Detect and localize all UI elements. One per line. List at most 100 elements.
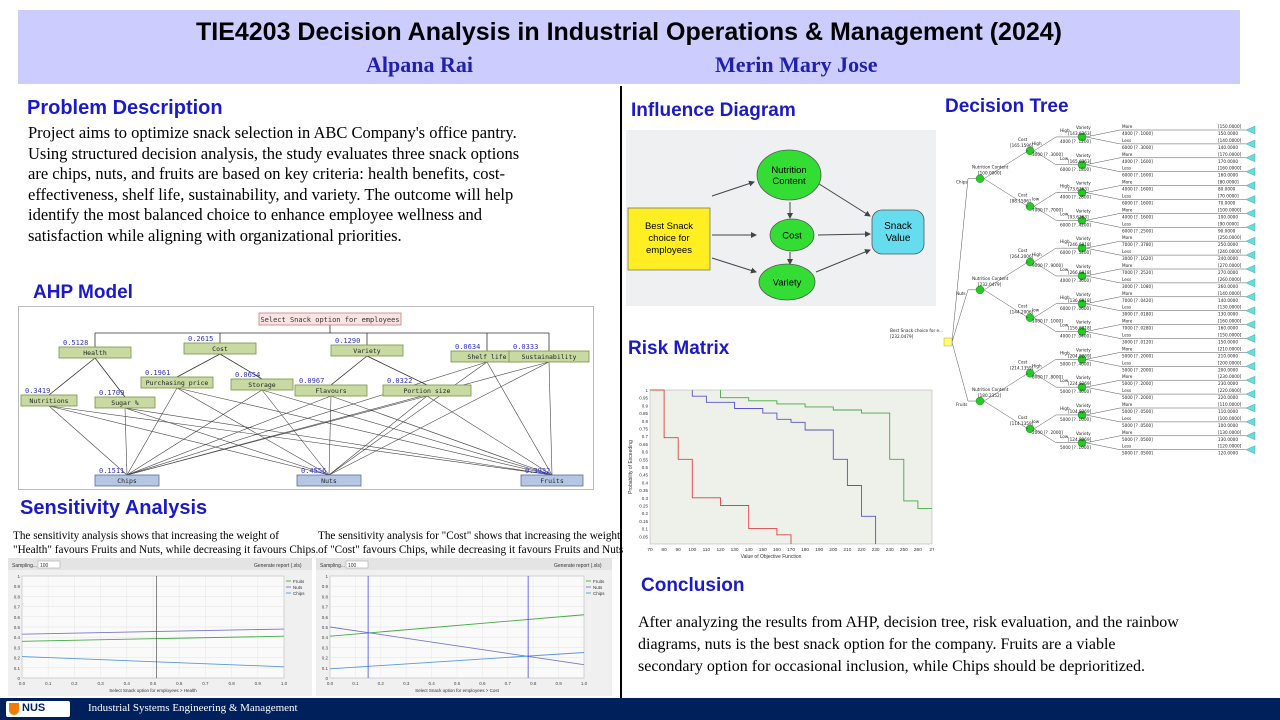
tree-branch-label: More [1122, 180, 1133, 185]
tree-branch [1085, 435, 1121, 443]
tree-leaf-payoff: 270.0000 [1218, 270, 1238, 275]
x-tick-label: 150 [759, 547, 767, 553]
x-tick-label: 230 [872, 547, 880, 553]
value-node-label: Snack [884, 221, 913, 232]
risk-title: Risk Matrix [628, 338, 730, 359]
x-tick-label: 250 [900, 547, 908, 553]
legend-label: Nuts [293, 585, 303, 590]
tree-node-label: Nutrition Content [972, 276, 1009, 281]
tree-branch [1033, 261, 1078, 277]
tree-branch [951, 289, 976, 343]
tree-branch-prob: 4000 [? .3600] [1060, 278, 1091, 283]
terminal-node [1245, 375, 1256, 385]
y-tick-label: 0.2 [14, 656, 21, 661]
ahp-criterion-weight: 0.0333 [513, 343, 538, 351]
ahp-criterion-label: Shelf life [467, 353, 506, 361]
tree-branch [1085, 407, 1121, 416]
shield-icon [9, 703, 19, 715]
tree-leaf-value: [210.0000] [1218, 346, 1242, 351]
tree-node-value: [180.2352] [978, 393, 1002, 398]
tree-leaf-payoff: 260.0000 [1218, 284, 1238, 289]
terminal-node [1245, 431, 1256, 441]
tree-leaf-value: [200.0000] [1218, 360, 1242, 365]
tree-branch [1085, 352, 1121, 360]
tree-branch-prob: 6000 [? .2500] [1122, 228, 1153, 233]
tree-branch-prob: 5000 [? .2000] [1122, 395, 1153, 400]
ahp-alternative-label: Nuts [321, 477, 337, 485]
ahp-alternative-box [94, 474, 160, 487]
risk-plot-area [649, 389, 933, 545]
ahp-criterion-weight: 0.5128 [63, 339, 88, 347]
ahp-alternative-weight: 0.1511 [99, 467, 124, 475]
sampling-value: 100 [40, 563, 49, 569]
tree-branch-prob: 2000 [? .2000] [1032, 430, 1063, 435]
tree-title: Decision Tree [945, 96, 1069, 117]
tree-branch-label: Low [1060, 434, 1069, 439]
ahp-connector [48, 405, 330, 476]
tree-branch [1033, 150, 1078, 165]
tree-leaf-payoff: 100.0000 [1218, 214, 1238, 219]
chance-node [756, 149, 822, 201]
y-tick-label: 0.7 [14, 605, 21, 610]
tree-leaf-payoff: 140.0000 [1218, 298, 1238, 303]
tree-leaf-payoff: 210.0000 [1218, 353, 1238, 358]
problem-description: Project aims to optimize snack selection… [28, 123, 618, 246]
tree-leaf-value: [240.0000] [1218, 249, 1242, 254]
x-tick-label: 0.6 [176, 681, 183, 686]
y-tick-label: 1 [645, 388, 648, 393]
tree-branch [1085, 386, 1121, 395]
x-tick-label: 0.1 [352, 681, 359, 686]
ahp-connector [328, 395, 428, 476]
ahp-connector [126, 361, 550, 476]
tree-leaf-payoff: 200.0000 [1218, 367, 1238, 372]
series-line-nuts [21, 628, 285, 635]
ahp-goal-label: Select Snack option for employees [260, 316, 399, 324]
tree-leaf-value: [260.0000] [1218, 277, 1242, 282]
ahp-connector [48, 405, 128, 476]
terminal-node [1245, 417, 1256, 427]
ahp-criterion-label: Sustainability [522, 353, 577, 361]
tree-branch-prob: 8000 [? .8000] [1032, 374, 1063, 379]
ahp-criterion-box [508, 350, 590, 363]
tree-branch-label: low [1032, 308, 1040, 313]
tree-leaf-payoff: 160.0000 [1218, 326, 1238, 331]
ahp-subcriterion-box [20, 394, 78, 407]
legend-label: Chips [293, 591, 305, 596]
x-tick-label: 240 [886, 547, 894, 553]
ahp-connector [366, 355, 428, 386]
x-tick-label: 0.0 [19, 681, 26, 686]
chance-node [975, 285, 985, 295]
ahp-connector [261, 389, 553, 476]
x-tick-label: 220 [857, 547, 865, 553]
tree-branch-label: High [1060, 128, 1070, 133]
risk-profile-line [691, 390, 877, 544]
x-tick-label: 0.9 [555, 681, 562, 686]
x-tick-label: 210 [843, 547, 851, 553]
sampling-value: 100 [348, 563, 357, 569]
tree-branch [983, 150, 1029, 179]
y-tick-label: 0.8 [14, 594, 21, 599]
tree-branch-label: Less [1122, 416, 1131, 421]
tree-node-label: Variety [1076, 292, 1091, 297]
terminal-node [1245, 153, 1256, 163]
x-tick-label: 0.7 [202, 681, 209, 686]
sensitivity-caption: The sensitivity analysis shows that incr… [13, 530, 319, 556]
tree-branch [951, 178, 976, 343]
x-tick-label: 0.8 [228, 681, 235, 686]
x-tick-label: 0.8 [530, 681, 537, 686]
ahp-connector [219, 353, 263, 380]
tree-leaf-value: [80.0000] [1218, 180, 1239, 185]
x-tick-label: 110 [703, 547, 711, 553]
terminal-node [1245, 403, 1256, 413]
influence-arrow [817, 231, 871, 238]
tree-leaf-payoff: 100.0000 [1218, 423, 1238, 428]
influence-arrow [711, 257, 757, 274]
ahp-connector [261, 389, 330, 476]
tree-branch-label: High [1060, 350, 1070, 355]
tree-leaf-value: [110.0000] [1218, 402, 1242, 407]
tree-branch-label: Less [1122, 221, 1131, 226]
x-tick-label: 0.0 [327, 681, 334, 686]
series-line-fruits [21, 635, 285, 642]
sampling-label: Sampling... [320, 563, 345, 569]
